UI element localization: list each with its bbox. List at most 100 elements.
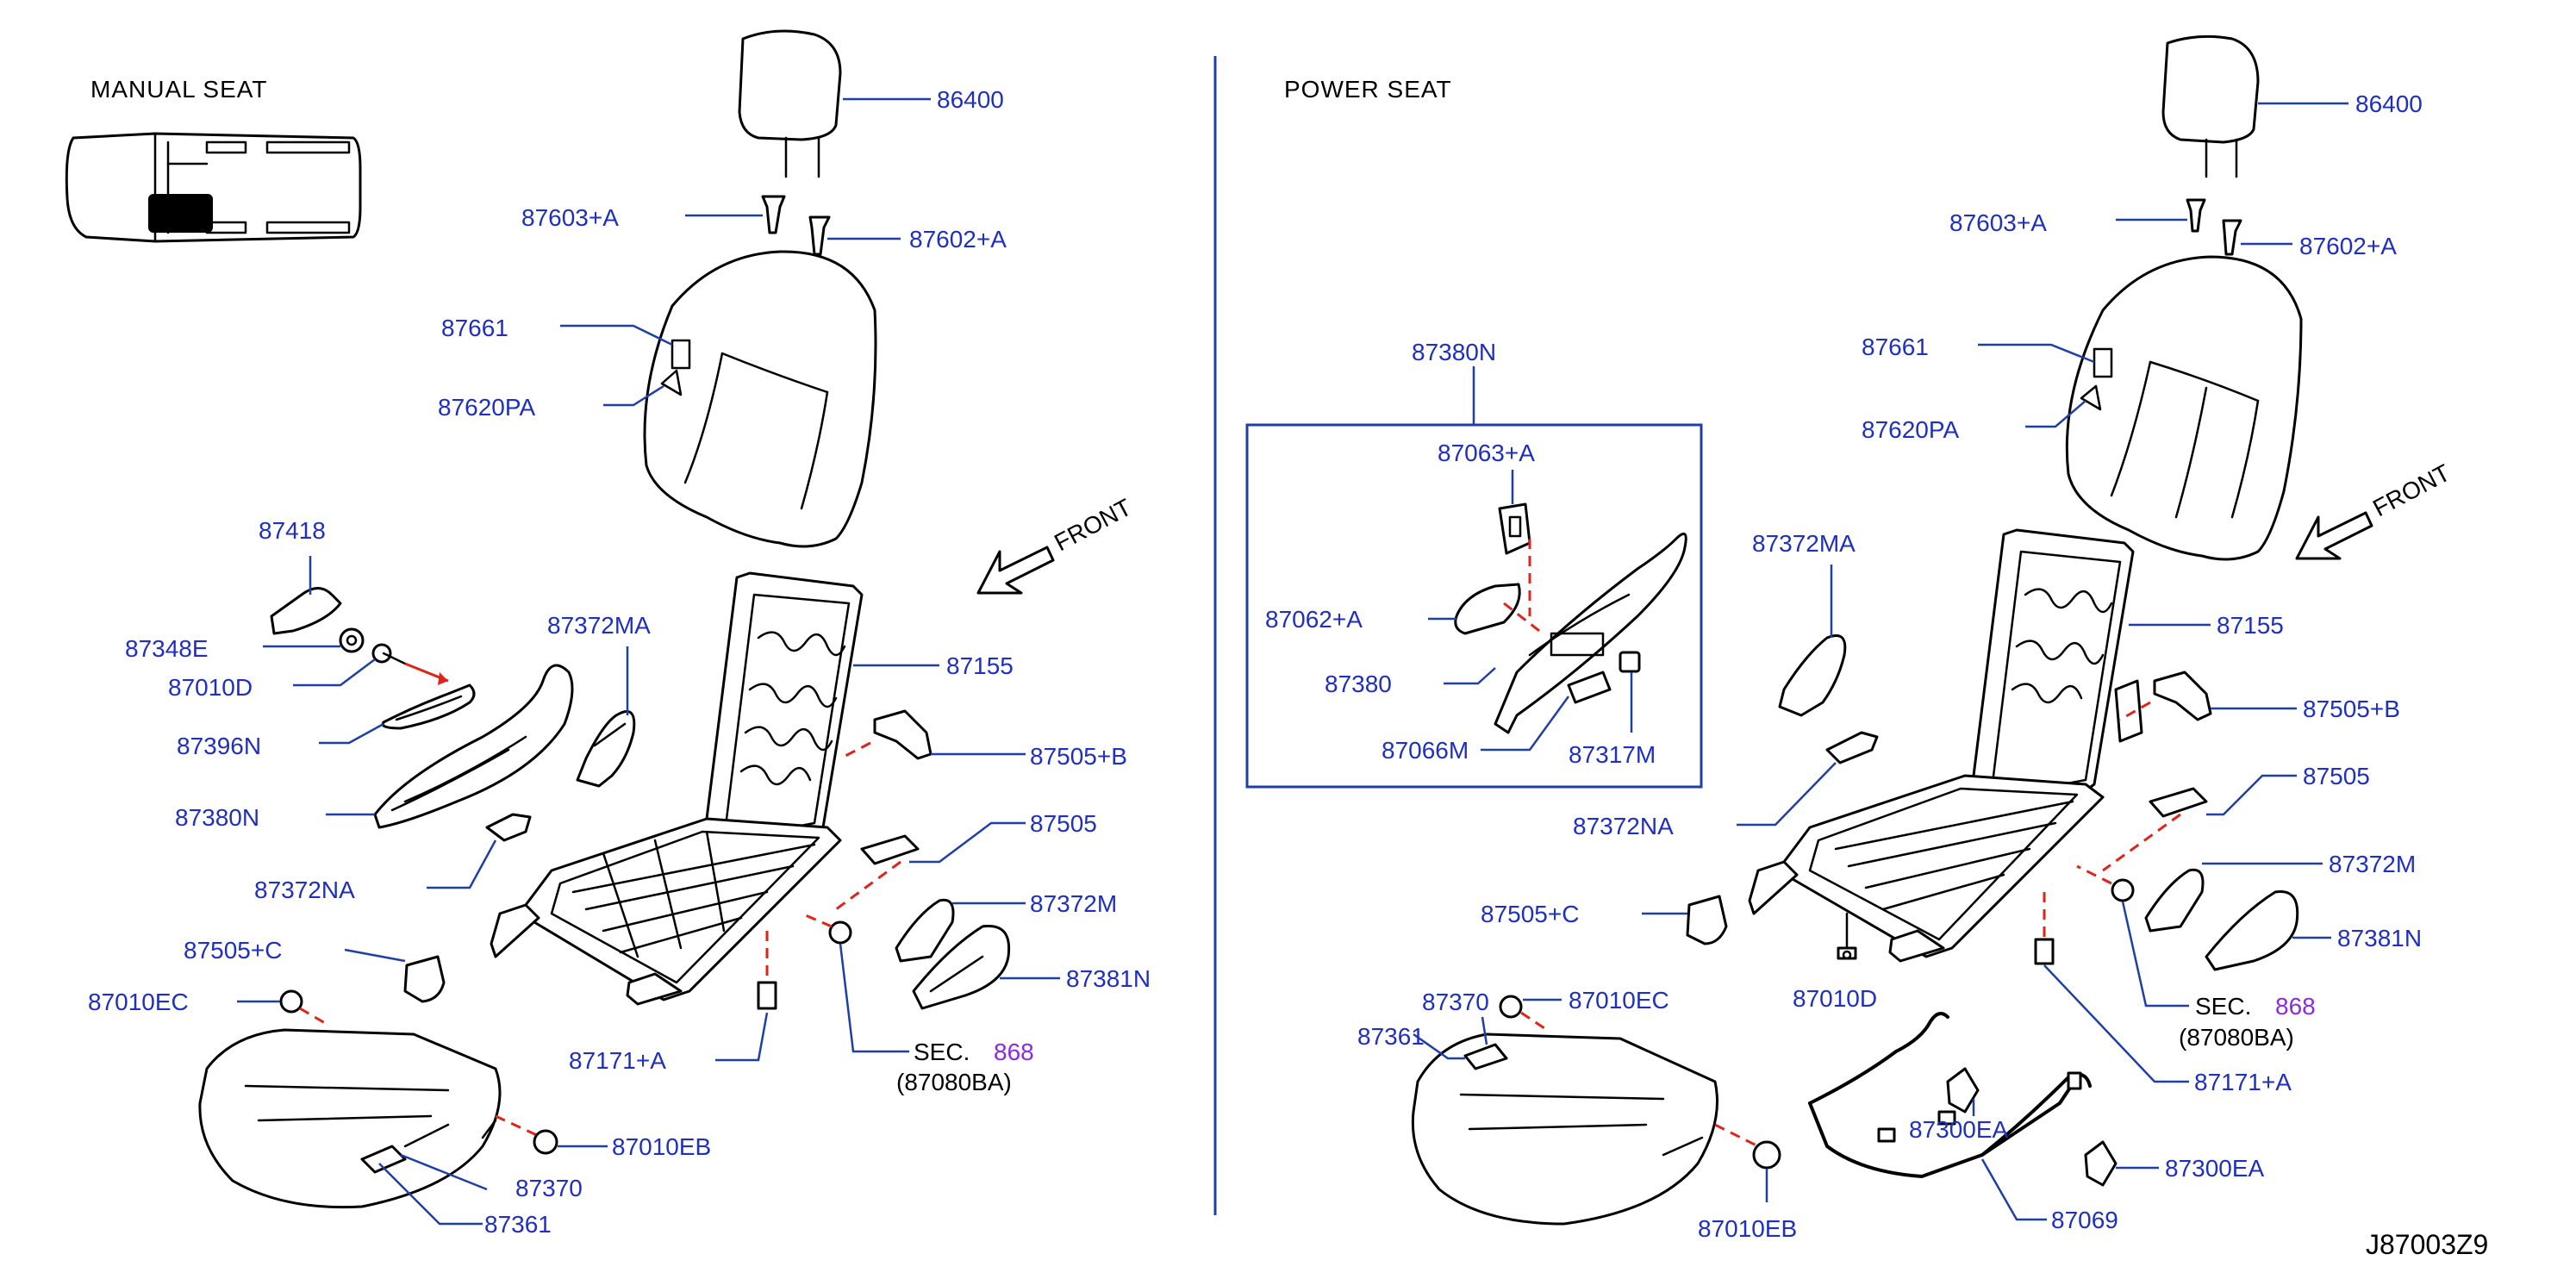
washer-87348e (339, 627, 365, 653)
headrest-86400 (738, 29, 842, 178)
label-87380-right: 87380 (1325, 671, 1392, 697)
seatback-trim (643, 250, 877, 548)
label-87348e: 87348E (125, 635, 209, 662)
label-87372ma: 87372MA (547, 612, 651, 639)
seat-cushion-right (1411, 1033, 1718, 1226)
bracket-87372m (895, 898, 955, 963)
switch-87317m (1619, 651, 1641, 673)
label-87620pa-right: 87620PA (1862, 416, 1959, 443)
switch-knob-87062a (1454, 583, 1521, 635)
bracket-87372ma (576, 710, 636, 788)
bracket-87372na (485, 813, 532, 842)
label-87372na: 87372NA (254, 877, 355, 903)
label-87505c: 87505+C (184, 937, 282, 964)
label-87370-left: 87370 (515, 1175, 583, 1201)
label-87505: 87505 (1030, 810, 1097, 837)
cover-87505 (860, 834, 920, 865)
screw-87010d (371, 643, 407, 665)
label-87418: 87418 (259, 517, 326, 544)
switch-knob-87063a (1498, 502, 1531, 555)
label-87300ea-a: 87300EA (1909, 1116, 2009, 1143)
power-seat-heading: POWER SEAT (1284, 76, 1452, 103)
clip-87010eb-right (1752, 1140, 1781, 1170)
headrest-86400-right (2161, 34, 2260, 178)
bracket-87372na-right (1825, 731, 1879, 764)
front-arrow-right (2295, 511, 2373, 560)
label-87603a: 87603+A (521, 204, 619, 231)
label-87063a: 87063+A (1438, 440, 1535, 466)
label-87361-right: 87361 (1357, 1023, 1425, 1050)
label-87066m: 87066M (1382, 737, 1469, 764)
label-87505b-right: 87505+B (2303, 696, 2400, 722)
label-87602a: 87602+A (909, 226, 1007, 253)
car-top-view-icon (65, 132, 362, 243)
label-87361-left: 87361 (484, 1211, 552, 1238)
label-87505b: 87505+B (1030, 743, 1127, 770)
label-sec-sub-right: (87080BA) (2179, 1024, 2294, 1051)
label-sec-num-left: 868 (994, 1039, 1034, 1065)
nut-sec868-right (2111, 878, 2135, 902)
seat-cushion-left (198, 1028, 502, 1209)
label-87661: 87661 (441, 315, 508, 341)
clip-87300ea-b (2084, 1140, 2118, 1187)
recliner-lever-87418 (270, 587, 342, 635)
front-label-left: FRONT (1050, 494, 1136, 557)
front-label-right: FRONT (2368, 459, 2454, 522)
label-86400-right: 86400 (2355, 90, 2423, 117)
label-87069: 87069 (2051, 1207, 2118, 1233)
side-finisher-87380n (373, 664, 574, 829)
headrest-guides-right (2186, 198, 2242, 256)
finisher-87396n (381, 683, 476, 730)
nut-sec868-left (828, 920, 852, 945)
label-87620pa: 87620PA (438, 394, 535, 421)
label-87396n: 87396N (177, 733, 261, 759)
cover-87505c-right (1686, 895, 1728, 945)
clip-87300ea-a (1946, 1067, 1980, 1114)
label-87010d: 87010D (168, 674, 253, 701)
label-87010ec-left: 87010EC (88, 989, 189, 1015)
label-87381n: 87381N (1066, 965, 1151, 992)
label-87505-right: 87505 (2303, 763, 2370, 789)
label-87010eb-left: 87010EB (612, 1133, 711, 1160)
label-87010d-right: 87010D (1793, 985, 1877, 1012)
bushing-87171a (757, 931, 777, 1010)
harness-87069 (1808, 1012, 2092, 1178)
bushing-87171a-right (2034, 892, 2055, 965)
label-87381n-right: 87381N (2337, 925, 2422, 951)
label-87372ma-right: 87372MA (1752, 530, 1856, 557)
label-sec-sub-left: (87080BA) (896, 1069, 1012, 1095)
label-87603a-right: 87603+A (1949, 209, 2047, 236)
label-87171a-right: 87171+A (2194, 1069, 2292, 1095)
cover-87381n (912, 924, 1011, 1010)
label-87155-left: 87155 (946, 652, 1014, 679)
label-87317m: 87317M (1569, 741, 1656, 768)
label-87380n: 87380N (175, 804, 259, 831)
label-87372na-right: 87372NA (1573, 813, 1674, 839)
label-87010ec-right: 87010EC (1569, 987, 1669, 1014)
label-87380n-right: 87380N (1412, 339, 1496, 365)
label-87062a: 87062+A (1265, 606, 1363, 633)
finisher-87380 (1494, 532, 1687, 734)
diagram-code: J87003Z9 (2366, 1229, 2488, 1260)
clip-87010ec-right (1499, 995, 1548, 1032)
label-87010eb-right: 87010EB (1698, 1215, 1797, 1242)
label-87155-right: 87155 (2217, 612, 2284, 639)
label-sec-num-right: 868 (2275, 993, 2316, 1020)
manual-seat-heading: MANUAL SEAT (90, 76, 267, 103)
cover-87505b-right (2153, 671, 2212, 721)
seat-frame-87155 (490, 571, 864, 1006)
label-87171a-left: 87171+A (569, 1047, 666, 1074)
label-87661-right: 87661 (1862, 334, 1929, 360)
label-87372m: 87372M (1030, 890, 1117, 917)
label-87372m-right: 87372M (2329, 851, 2416, 877)
seat-frame-87155-right (1748, 528, 2143, 963)
label-sec-left: SEC. (914, 1039, 970, 1065)
inset-frame-87380n (1245, 423, 1703, 789)
headrest-guides (761, 195, 831, 256)
front-arrow-left (976, 546, 1055, 595)
seatback-trim-right (2065, 255, 2303, 561)
cover-87381n-right (2205, 889, 2299, 971)
clip-87010ec (279, 989, 330, 1027)
switch-87066m (1567, 671, 1612, 704)
